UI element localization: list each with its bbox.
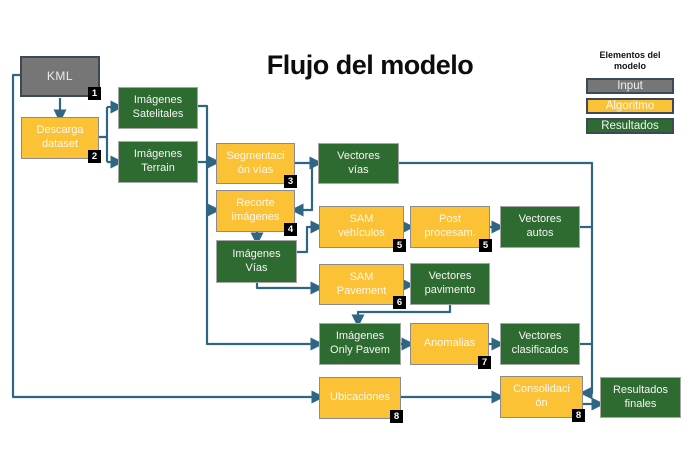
node-vectores-vias-label: Vectores vías [337,149,380,176]
legend-item-algoritmo: Algoritmo [586,97,674,114]
node-imagenes-terrain-label: Imágenes Terrain [133,148,183,174]
page-title: Flujo del modelo [266,50,474,80]
step-badge-3: 3 [284,175,297,188]
node-sam-pavement-label: SAM Pavement [336,270,387,297]
node-imagenes-only-pavem: Imágenes Only Pavem [319,323,401,365]
node-imagenes-satelitales-label: Imágenes Satelitales [132,94,184,120]
node-vectores-pavimento: Vectores pavimento [410,263,490,305]
node-post-procesam: Post procesam. 5 [410,206,492,252]
node-sam-vehiculos-label: SAM vehículos [338,213,385,239]
node-imagenes-only-pavem-label: Imágenes Only Pavem [330,330,390,356]
connector-imagenesvias-samvehiculos [297,220,324,254]
node-vectores-autos: Vectores autos [500,206,580,248]
node-ubicaciones-label: Ubicaciones [330,391,390,404]
legend-item-resultados-label: Resultados [601,119,659,132]
node-imagenes-satelitales: Imágenes Satelitales [118,87,198,129]
node-imagenes-terrain: Imágenes Terrain [118,141,198,183]
node-sam-vehiculos: SAM vehículos 5 [319,206,406,252]
legend: Elementos del modelo Input Algoritmo Res… [586,50,674,138]
node-sam-pavement: SAM Pavement 6 [319,264,406,309]
step-badge-5b: 5 [479,239,492,252]
node-consolidacion-label: Consolidaci ón [513,383,570,409]
step-badge-5a: 5 [393,239,406,252]
step-badge-8a: 8 [390,410,403,423]
step-badge-8b: 8 [572,409,585,422]
node-imagenes-vias: Imágenes Vías [216,240,297,283]
node-kml-label: KML [46,69,74,83]
step-badge-4: 4 [284,223,297,236]
node-vectores-clasificados: Vectores clasificados [500,323,580,365]
legend-item-input: Input [586,77,674,94]
step-badge-6: 6 [393,296,406,309]
node-vectores-autos-label: Vectores autos [518,213,562,239]
node-consolidacion: Consolidaci ón 8 [500,376,585,422]
legend-item-input-label: Input [617,79,643,92]
connector-collector-consolidacion [399,161,594,400]
node-anomalias-label: Anomalias [423,337,476,350]
step-badge-1: 1 [88,87,101,100]
step-badge-7: 7 [478,356,491,369]
node-segmentacion-vias: Segmentaci ón vías 3 [216,143,297,188]
connector-satelitales-onlypavem [198,104,324,351]
connector-imagenesvias-sampavement [255,281,324,295]
node-kml: KML 1 [20,56,101,100]
connector-descarga-branch [99,107,109,162]
node-ubicaciones: Ubicaciones 8 [319,377,403,423]
node-vectores-clasificados-label: Vectores clasificados [511,330,569,356]
node-descarga-dataset-label: Descarga dataset [36,124,84,150]
node-anomalias: Anomalias 7 [410,323,491,369]
node-resultados-finales: Resultados finales [600,377,681,418]
legend-item-algoritmo-label: Algoritmo [605,99,655,112]
legend-item-resultados: Resultados [586,117,674,134]
node-segmentacion-vias-label: Segmentaci ón vías [226,149,285,176]
node-recorte-imagenes-label: Recorte imágenes [231,197,280,223]
node-recorte-imagenes: Recorte imágenes 4 [216,190,297,236]
node-resultados-finales-label: Resultados finales [612,383,669,410]
node-post-procesam-label: Post procesam. [424,213,476,239]
legend-title: Elementos del modelo [599,50,661,72]
node-imagenes-vias-label: Imágenes Vías [232,247,281,274]
step-badge-2: 2 [88,150,101,163]
connector-kml-ubicaciones [11,73,325,404]
connector-segmentacion-recorte [290,163,314,217]
node-descarga-dataset: Descarga dataset 2 [21,117,101,163]
connector-vectorespavimento-onlypavem [351,305,452,328]
node-vectores-pavimento-label: Vectores pavimento [424,270,476,296]
node-vectores-vias: Vectores vías [318,143,399,184]
